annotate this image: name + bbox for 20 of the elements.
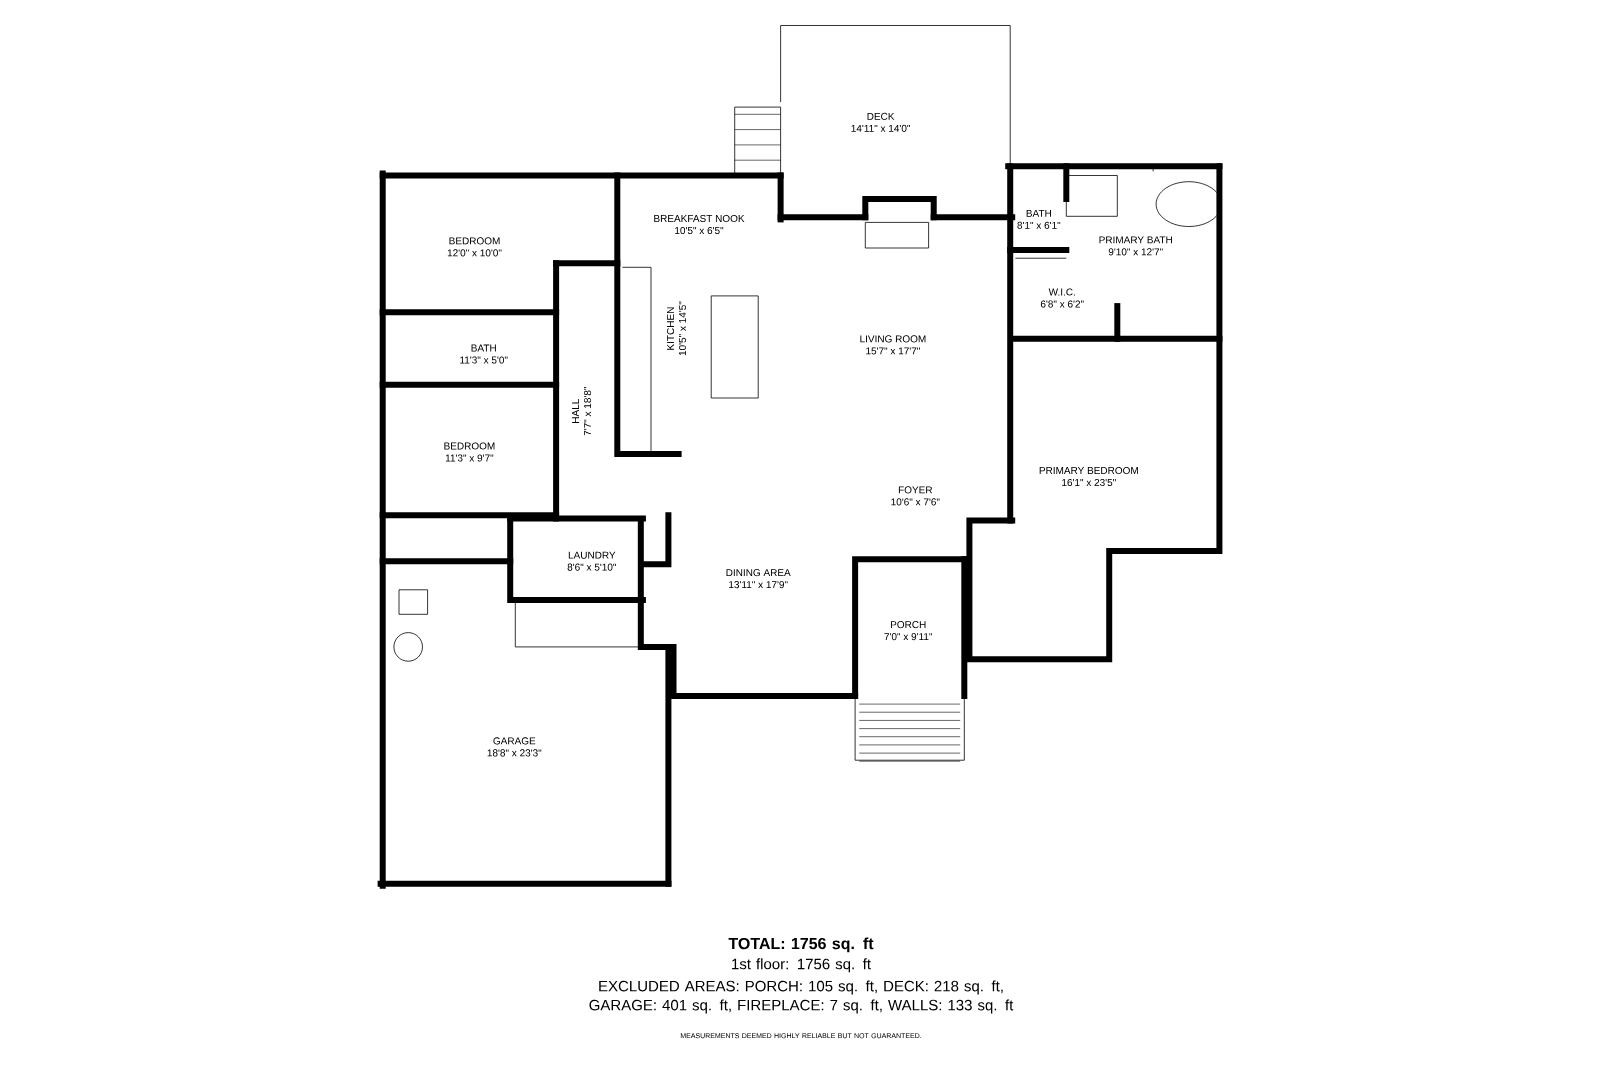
room-label: W.I.C. 6'8" x 6'2" — [1040, 288, 1084, 308]
total-area-heading: TOTAL: 1756 sq. ft — [728, 937, 874, 953]
area-summary: EXCLUDED AREAS: PORCH: 105 sq. ft, DECK: 218 sq. ft, GARAGE: 401 sq. ft, FIREPLACE: 7 sq. ft, WALLS: 133 sq. ft — [589, 980, 1014, 1014]
room-label: PRIMARY BATH 9'10" x 12'7" — [1099, 236, 1172, 256]
room-label: PRIMARY BEDROOM 16'1" x 23'5" — [1039, 466, 1138, 487]
room-label: DECK 14'11" x 14'0" — [851, 112, 910, 132]
room-label: KITCHEN 10'5" x 14'5" — [666, 301, 687, 356]
room-label: BEDROOM 12'0" x 10'0" — [447, 237, 502, 257]
room-label: BEDROOM 11'3" x 9'7" — [444, 442, 495, 462]
room-label: BATH 11'3" x 5'0" — [460, 344, 508, 364]
area-summary: 1st floor: 1756 sq. ft — [732, 958, 871, 973]
room-label: GARAGE 18'8" x 23'3" — [487, 737, 542, 757]
room-label: PORCH 7'0" x 9'11" — [884, 621, 933, 641]
room-label: BREAKFAST NOOK 10'5" x 6'5" — [654, 214, 745, 235]
room-label: HALL 7'7" x 18'8" — [572, 387, 592, 436]
room-label: BATH 8'1" x 6'1" — [1017, 209, 1061, 229]
room-label: DINING AREA 13'11" x 17'9" — [726, 569, 791, 589]
room-label: LIVING ROOM 15'7" x 17'7" — [860, 335, 926, 355]
room-label: LAUNDRY 8'6" x 5'10" — [567, 551, 616, 571]
room-label: FOYER 10'6" x 7'6" — [891, 486, 940, 506]
